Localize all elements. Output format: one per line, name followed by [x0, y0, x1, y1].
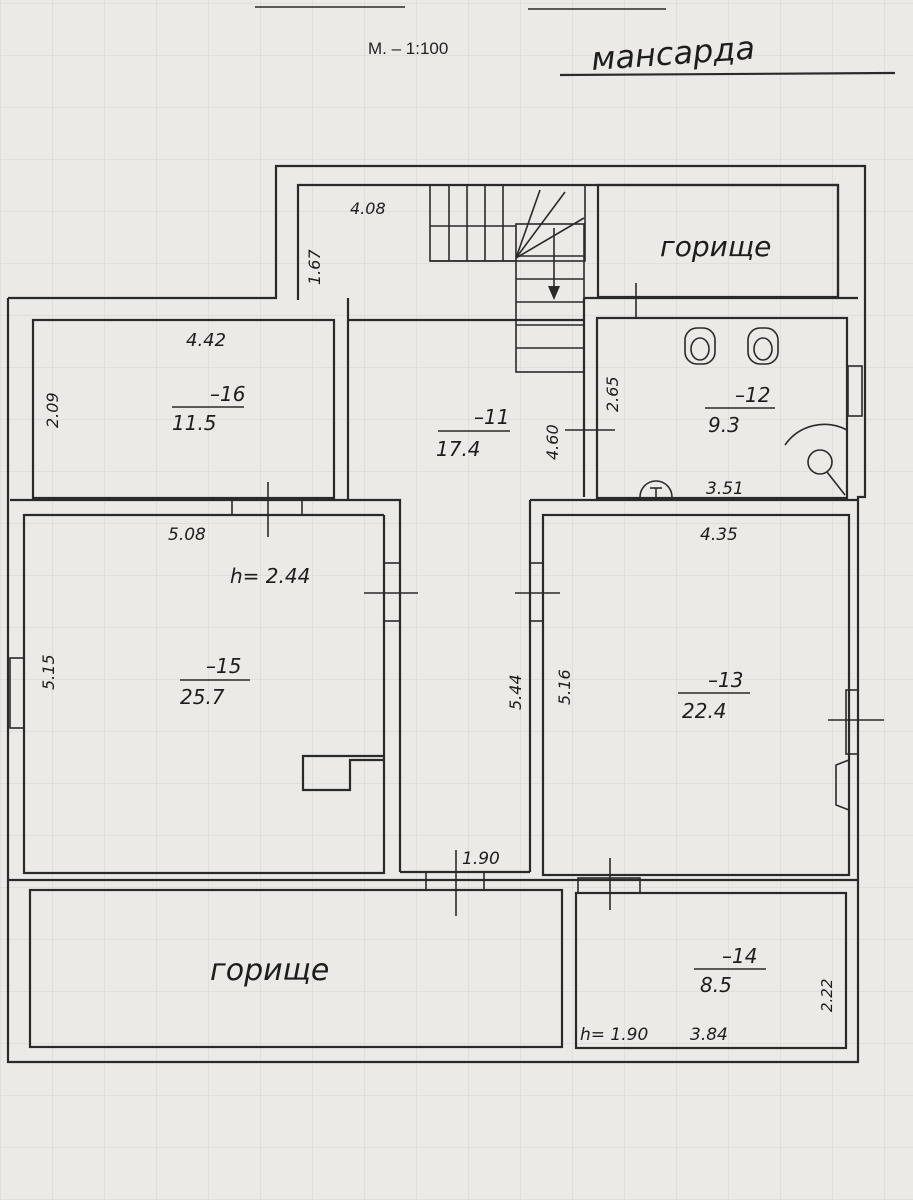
- room-15-height: 5.15: [39, 654, 58, 690]
- attic-bottom-label: горище: [210, 953, 329, 988]
- stair-hall-width: 4.08: [350, 199, 386, 218]
- stair-treads: [430, 185, 585, 349]
- room-11-area: 17.4: [436, 437, 481, 461]
- room-15-width: 5.08: [168, 525, 206, 545]
- room-14-width: 3.84: [690, 1025, 728, 1045]
- room-13-number: –13: [708, 668, 743, 692]
- corridor-height: 5.44: [506, 674, 525, 710]
- attic-top-label: горище: [660, 230, 771, 263]
- room-12-height: 2.65: [603, 376, 622, 412]
- toilet-icon: [747, 327, 779, 365]
- room-12-area: 9.3: [708, 413, 740, 437]
- room-12-width: 3.51: [706, 479, 744, 499]
- room-13-width: 4.35: [700, 525, 738, 545]
- room-16-number: –16: [210, 382, 245, 406]
- room-16-area: 11.5: [172, 411, 217, 435]
- boiler-icon: [639, 480, 673, 498]
- room-13-height: 5.16: [555, 669, 574, 705]
- room-16-height: 2.09: [43, 392, 62, 428]
- room-14-height: 2.22: [818, 979, 836, 1012]
- room-16-width: 4.42: [186, 330, 226, 351]
- bathroom-fixtures: [639, 327, 848, 498]
- toilet-icon: [684, 327, 716, 365]
- room-15-number: –15: [206, 654, 241, 678]
- room-14-ceiling-height: h= 1.90: [580, 1025, 648, 1045]
- room-11-number: –11: [474, 405, 509, 429]
- room-14-area: 8.5: [700, 973, 732, 997]
- room-13-area: 22.4: [682, 699, 727, 723]
- room-11-height: 4.60: [543, 424, 562, 460]
- floor-name-label: мансарда: [590, 29, 756, 78]
- floor-name-underline: [559, 71, 896, 77]
- corridor-width: 1.90: [462, 849, 500, 869]
- door-markers: [231, 429, 884, 916]
- inner-walls: [8, 183, 863, 1050]
- stair-hall-height: 1.67: [305, 249, 324, 285]
- room-15-ceiling-height: h= 2.44: [230, 564, 310, 588]
- room-15-area: 25.7: [180, 685, 225, 709]
- room-12-number: –12: [735, 383, 770, 407]
- outer-walls: [6, 164, 867, 1064]
- scale-label: М. – 1:100: [368, 39, 448, 58]
- shower-icon: [784, 423, 848, 446]
- room-14-number: –14: [722, 944, 757, 968]
